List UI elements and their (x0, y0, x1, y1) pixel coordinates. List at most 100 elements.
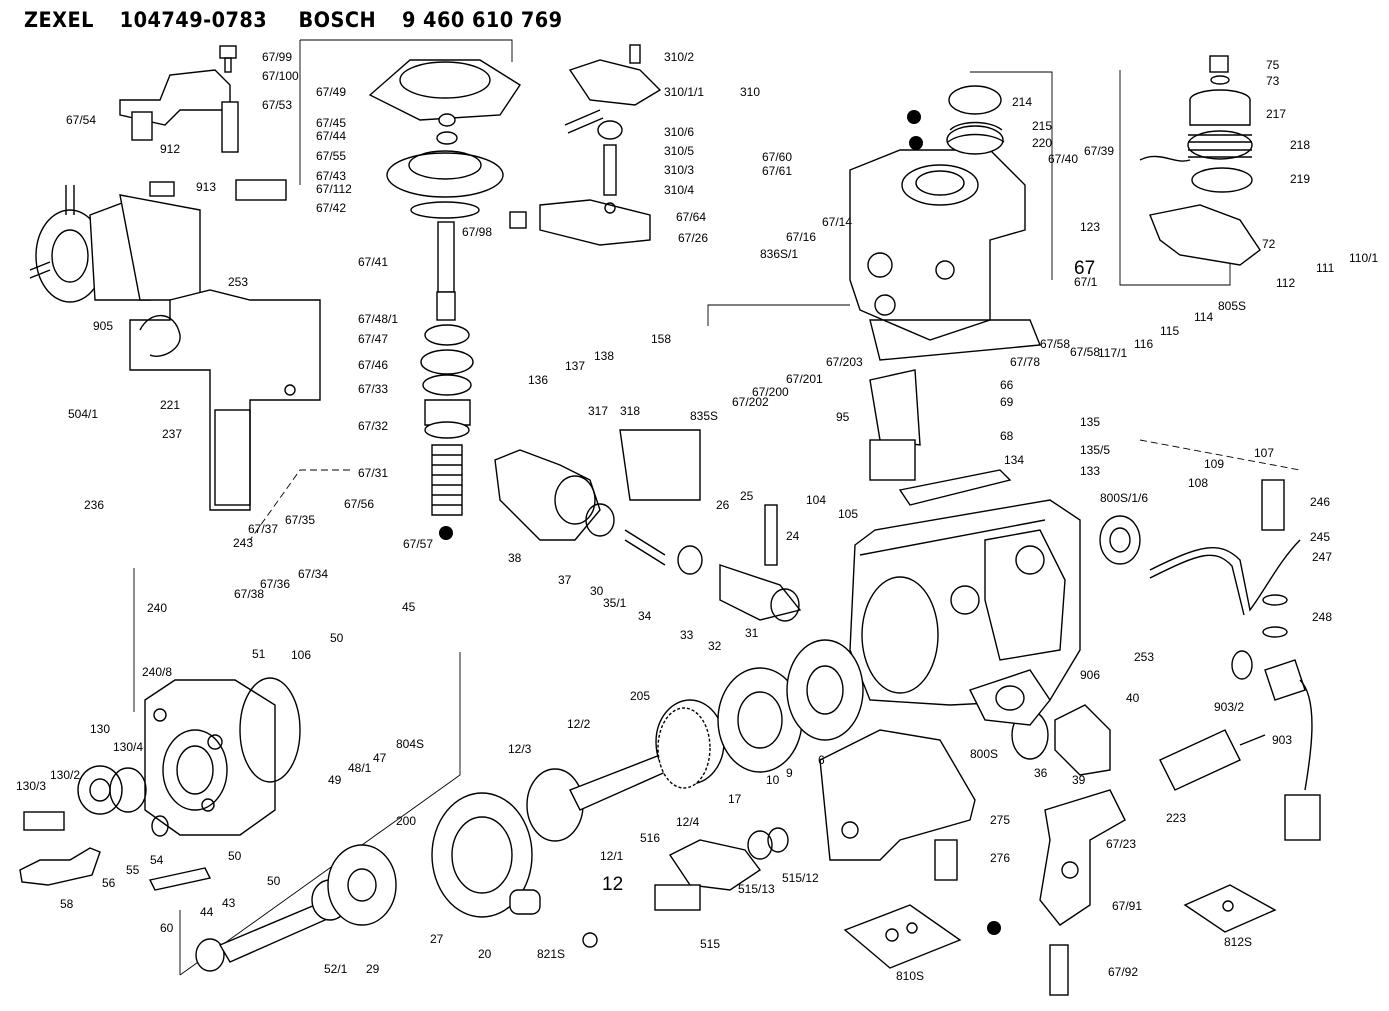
callout-67-47: 67/47 (358, 332, 388, 346)
callout-67-53: 67/53 (262, 98, 292, 112)
callout-72: 72 (1262, 237, 1276, 251)
callout-515: 515 (700, 937, 720, 951)
callout-67-40: 67/40 (1048, 152, 1078, 166)
callout-75: 75 (1266, 58, 1280, 72)
callout-240-8: 240/8 (142, 665, 172, 679)
distributor-head (23, 677, 301, 836)
callout-116: 116 (1134, 337, 1153, 351)
callout-804s: 804S (396, 737, 424, 751)
callout-67-36: 67/36 (260, 577, 290, 591)
callout-67-202: 67/202 (732, 395, 769, 409)
callout-310-5: 310/5 (664, 144, 694, 158)
drive-shaft-43 (195, 844, 397, 972)
callout-135-5: 135/5 (1080, 443, 1110, 457)
cam-plate-assembly (431, 639, 864, 948)
callout-55: 55 (126, 863, 140, 877)
callout-200: 200 (396, 814, 416, 828)
callout-133: 133 (1080, 464, 1100, 478)
callout-12-2: 12/2 (567, 717, 591, 731)
callout-310: 310 (740, 85, 760, 99)
callout-27: 27 (430, 932, 444, 946)
callout-217: 217 (1266, 107, 1286, 121)
adjusting-parts-217-219 (1139, 55, 1261, 266)
callout-67-42: 67/42 (316, 201, 346, 215)
gasket-kit-812s (1183, 884, 1277, 933)
callout-31: 31 (745, 626, 759, 640)
zexel-part-number: 104749-0783 (119, 8, 268, 32)
sensor-903 (1231, 650, 1321, 841)
callout-67-33: 67/33 (358, 382, 388, 396)
callout-821s: 821S (537, 947, 565, 961)
callout-60: 60 (160, 921, 174, 935)
callout-112: 112 (1276, 276, 1295, 290)
callout-275: 275 (990, 813, 1010, 827)
callout-218: 218 (1290, 138, 1310, 152)
callout-135: 135 (1080, 415, 1100, 429)
callout-836s-1: 836S/1 (760, 247, 798, 261)
callout-67-58: 67/58 (1070, 345, 1100, 359)
callout-33: 33 (680, 628, 694, 642)
callout-310-3: 310/3 (664, 163, 694, 177)
callout-136: 136 (528, 373, 548, 387)
brand-zexel: ZEXEL (24, 8, 94, 32)
callout-25: 25 (740, 489, 754, 503)
callout-67-35: 67/35 (285, 513, 315, 527)
callout-130-2: 130/2 (50, 768, 80, 782)
callout-214: 214 (1012, 95, 1032, 109)
callout-67-23: 67/23 (1106, 837, 1136, 851)
callout-67-26: 67/26 (678, 231, 708, 245)
callout-67-34: 67/34 (298, 567, 328, 581)
callout-245: 245 (1310, 530, 1330, 544)
callout-67-78: 67/78 (1010, 355, 1040, 369)
callout-158: 158 (651, 332, 671, 346)
callout-106: 106 (291, 648, 311, 662)
callout-67-99: 67/99 (262, 50, 292, 64)
governor-cover-67 (849, 85, 1041, 361)
assembly-frame-lines (133, 39, 1301, 976)
callout-812s: 812S (1224, 935, 1252, 949)
callout-67-60: 67/60 (762, 150, 792, 164)
vacuum-unit-905 (29, 181, 201, 303)
callout-9: 9 (786, 766, 793, 780)
callout-24: 24 (786, 529, 800, 543)
callout-240: 240 (147, 601, 167, 615)
fuel-cut-solenoid-515 (654, 827, 789, 911)
callout-50: 50 (330, 631, 344, 645)
callout-34: 34 (638, 609, 652, 623)
callout-130: 130 (90, 722, 110, 736)
callout-6: 6 (818, 753, 825, 767)
callout-95: 95 (836, 410, 850, 424)
callout-32: 32 (708, 639, 722, 653)
callout-50: 50 (228, 849, 242, 863)
callout-67-46: 67/46 (358, 358, 388, 372)
callout-48-1: 48/1 (348, 761, 372, 775)
callout-67-57: 67/57 (403, 537, 433, 551)
callout-67: 67 (1074, 258, 1095, 279)
callout-310-2: 310/2 (664, 50, 694, 64)
callout-110-1: 110/1 (1349, 251, 1378, 265)
callout-138: 138 (594, 349, 614, 363)
callout-243: 243 (233, 536, 253, 550)
callout-29: 29 (366, 962, 380, 976)
callout-109: 109 (1204, 457, 1224, 471)
callout-66: 66 (1000, 378, 1014, 392)
callout-903-2: 903/2 (1214, 700, 1244, 714)
callout-236: 236 (84, 498, 104, 512)
callout-50: 50 (267, 874, 281, 888)
callout-67-91: 67/91 (1112, 899, 1142, 913)
callout-223: 223 (1166, 811, 1186, 825)
callout-104: 104 (806, 493, 826, 507)
callout-30: 30 (590, 584, 604, 598)
callout-51: 51 (252, 647, 266, 661)
callout-515-12: 515/12 (782, 871, 819, 885)
callout-912: 912 (160, 142, 180, 156)
callout-310-6: 310/6 (664, 125, 694, 139)
callout-67-37: 67/37 (248, 522, 278, 536)
callout-215: 215 (1032, 119, 1052, 133)
callout-17: 17 (728, 792, 742, 806)
callout-247: 247 (1312, 550, 1332, 564)
marker-dot (439, 526, 453, 540)
callout-800s: 800S (970, 747, 998, 761)
bracket-221 (129, 289, 321, 511)
